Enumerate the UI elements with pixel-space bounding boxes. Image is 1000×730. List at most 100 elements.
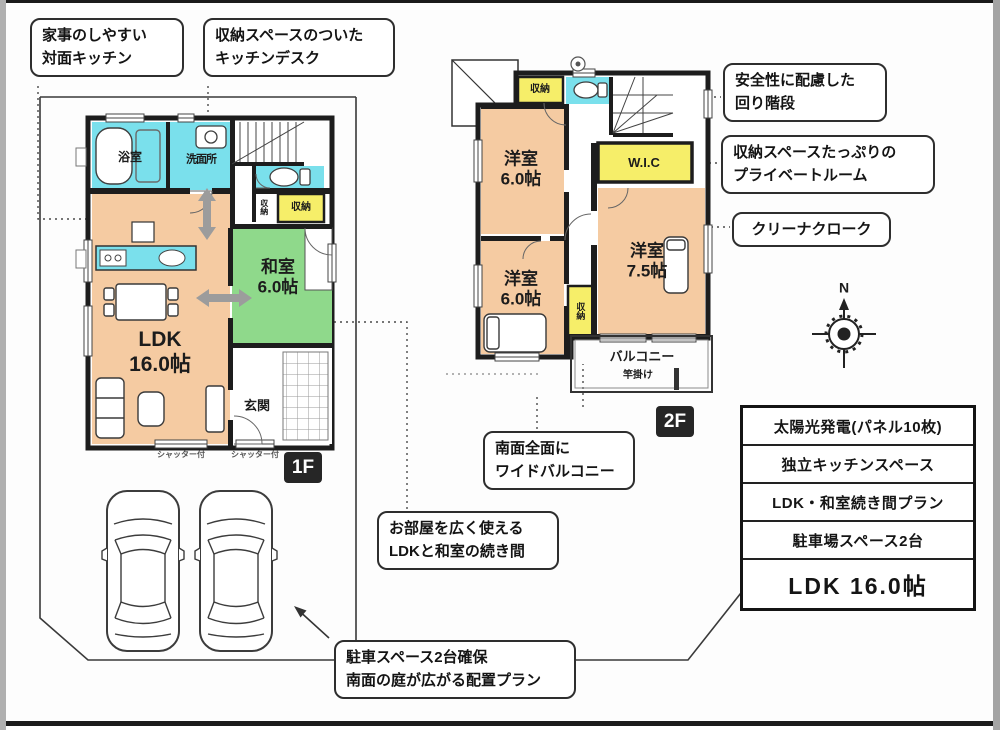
frame-bottom: [6, 721, 993, 726]
flow-arrows: [196, 188, 252, 307]
room-nw-label: 洋室 6.0帖: [501, 150, 542, 191]
room-name: 洋室: [503, 269, 538, 289]
room-size: 6.0帖: [500, 290, 542, 309]
coffee-table-icon: [137, 391, 165, 427]
shutter-right-label: シャッター付: [231, 450, 279, 460]
callout-line: 対面キッチン: [42, 50, 133, 68]
bathtub-icon: [95, 127, 161, 185]
callout-line: 収納スペースのついた: [215, 27, 364, 44]
callout-tatami-ldk: お部屋を広く使える LDKと和室の続き間: [377, 511, 559, 570]
stairs-1f: [231, 121, 305, 165]
compass-north-label: N: [838, 279, 850, 296]
room-name: 和室: [260, 257, 295, 277]
storage1f-area: [276, 192, 326, 224]
kitchen-desk-icon: [131, 221, 155, 243]
room-name: 洋室: [629, 241, 664, 261]
callout-stairs: 安全性に配慮した 回り階段: [723, 63, 887, 122]
room-nw-area: [481, 108, 564, 234]
storage-hall-label: 収納: [259, 199, 269, 215]
dining-table-icon: [103, 283, 179, 321]
ldk-label: LDK 16.0帖: [129, 327, 191, 377]
frame-right: [993, 0, 1000, 730]
tatami-room-label: 和室 6.0帖: [258, 258, 299, 299]
storage2f-mid-label: 収納: [575, 302, 586, 320]
room-sw-label: 洋室 6.0帖: [501, 270, 542, 311]
washbasin-icon: [195, 125, 227, 149]
parked-cars: [101, 490, 278, 652]
callout-kitchen-desk: 収納スペースのついた キッチンデスク: [203, 18, 395, 77]
compass-rose: [812, 298, 876, 368]
spec-row-parking: 駐車場スペース2台: [743, 520, 973, 558]
vent-center: [575, 61, 581, 67]
spec-row-ldk-size: LDK 16.0帖: [743, 558, 973, 608]
porch-tiles: [282, 351, 329, 441]
callout-wide-balcony: 南面全面に ワイドバルコニー: [483, 431, 635, 490]
callout-line: プライベートルーム: [733, 167, 868, 185]
callout-parking: 駐車スペース2台確保 南面の庭が広がる配置プラン: [334, 640, 576, 699]
frame-top: [6, 0, 993, 3]
bathroom-label: 浴室: [117, 149, 143, 164]
shutter-left-label: シャッター付: [157, 450, 205, 460]
callout-line: 安全性に配慮した: [735, 72, 856, 89]
spec-row-ldk-plan: LDK・和室続き間プラン: [743, 482, 973, 520]
balcony-label: バルコニー: [609, 349, 675, 365]
callout-kitchen-counter: 家事のしやすい 対面キッチン: [30, 18, 184, 77]
site-boundary: [39, 96, 817, 661]
wic-label: W.I.C: [628, 155, 660, 171]
spec-row-solar: 太陽光発電(パネル10枚): [773, 418, 943, 436]
room-name: 洋室: [503, 149, 538, 169]
room-size: 6.0帖: [257, 278, 299, 297]
washroom-label: 洗面所: [186, 153, 217, 166]
exterior-fixtures: [75, 147, 87, 269]
floor2-door-arcs: [522, 102, 629, 260]
floor2-badge: 2F: [656, 406, 694, 437]
wic-area: [596, 141, 694, 184]
room-size: 7.5帖: [626, 262, 668, 281]
storage2f-mid-area: [566, 284, 595, 338]
callout-line: 南面の庭が広がる配置プラン: [346, 672, 542, 690]
bed-icons: [483, 236, 689, 353]
callout-private-room: 収納スペースたっぷりの プライベートルーム: [721, 135, 935, 194]
frame-left: [0, 0, 6, 730]
callout-line: キッチンデスク: [215, 50, 321, 68]
floor2-plan: [451, 56, 713, 393]
callout-line: 駐車スペース2台確保: [346, 649, 488, 666]
callout-line: 家事のしやすい: [42, 27, 147, 44]
room-se-label: 洋室 7.5帖: [627, 242, 668, 283]
shoe-cabinet-icon: [205, 385, 225, 433]
callout-line: クリーナクローク: [751, 221, 872, 238]
pole-hanger-label: 竿掛け: [623, 370, 653, 381]
room-size: 6.0帖: [500, 170, 542, 189]
room-size: 16.0帖: [129, 353, 191, 376]
storage2f-top-area: [516, 75, 565, 105]
spec-table: 太陽光発電(パネル10枚) 独立キッチンスペース LDK・和室続き間プラン 駐車…: [740, 405, 976, 611]
toilet1f-icon: [269, 167, 311, 187]
badge-text: 1F: [291, 456, 315, 478]
callout-line: LDKと和室の続き間: [389, 543, 525, 561]
laundry-pole-icon: [674, 368, 679, 390]
floor1-walls: [88, 118, 332, 446]
callout-line: お部屋を広く使える: [389, 520, 524, 537]
callout-cleaner-closet: クリーナクローク: [732, 212, 891, 248]
callout-line: ワイドバルコニー: [495, 463, 615, 481]
room-name: LDK: [138, 327, 182, 351]
kitchen-counter: [95, 221, 197, 271]
storage2f-top-label: 収納: [530, 84, 550, 95]
sofa-icon: [95, 377, 125, 439]
parking-arrow: [294, 606, 330, 639]
stairs-2f: [612, 76, 674, 134]
floor1-plan: [75, 113, 337, 451]
spec-row-kitchen: 独立キッチンスペース: [743, 444, 973, 482]
callout-line: 収納スペースたっぷりの: [733, 144, 897, 161]
callout-line: 南面全面に: [495, 440, 571, 457]
callout-line: 回り階段: [735, 95, 796, 113]
entrance-label: 玄関: [243, 398, 271, 414]
badge-text: 2F: [663, 410, 687, 432]
floor1-badge: 1F: [284, 452, 322, 483]
storage1f-label: 収納: [291, 202, 311, 213]
floor2-windows: [473, 68, 713, 362]
toilet2f-icon: [573, 81, 608, 99]
floor1-door-arcs: [189, 173, 333, 445]
